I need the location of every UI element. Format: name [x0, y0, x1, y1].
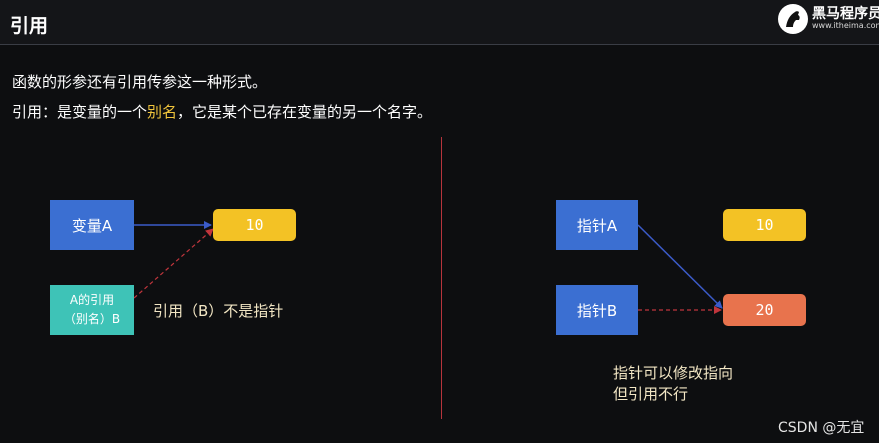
brand-url: www.itheima.com: [812, 21, 879, 30]
brand-logo: 黑马程序员 www.itheima.com: [778, 2, 879, 36]
intro-line-1: 函数的形参还有引用传参这一种形式。: [12, 73, 268, 91]
intro-line-2: 引用：是变量的一个别名，它是某个已存在变量的另一个名字。: [12, 101, 432, 122]
intro-line-2-after: ，它是某个已存在变量的另一个名字。: [177, 103, 433, 121]
pointer-value-10-box: 10: [723, 209, 806, 241]
value-10-box: 10: [213, 209, 296, 241]
arrow-pointer-a-to-value: [637, 224, 723, 309]
header-bar: 引用 黑马程序员 www.itheima.com: [0, 0, 879, 45]
reference-box-line-2: （别名）B: [63, 312, 121, 326]
intro-line-2-before: 引用：是变量的一个: [12, 103, 148, 121]
pointer-value-20-box: 20: [723, 294, 806, 326]
reference-note: 引用（B）不是指针: [153, 302, 284, 320]
alias-highlight: 别名: [147, 103, 178, 121]
brand-name: 黑马程序员: [812, 6, 879, 22]
reference-box-line-1: A的引用: [69, 293, 115, 307]
pointer-note-line-2: 但引用不行: [613, 385, 689, 403]
pointer-note-line-1: 指针可以修改指向: [613, 364, 734, 382]
section-divider: [441, 137, 442, 419]
pointer-b-box: 指针B: [556, 285, 638, 335]
page-title: 引用: [10, 15, 49, 37]
horse-logo-icon: [778, 4, 808, 34]
arrow-ref-b-to-value: [133, 228, 214, 299]
variable-a-box: 变量A: [50, 200, 134, 250]
csdn-watermark: CSDN @无宜: [778, 420, 865, 436]
pointer-a-box: 指针A: [556, 200, 638, 250]
reference-b-box: A的引用 （别名）B: [50, 285, 134, 335]
